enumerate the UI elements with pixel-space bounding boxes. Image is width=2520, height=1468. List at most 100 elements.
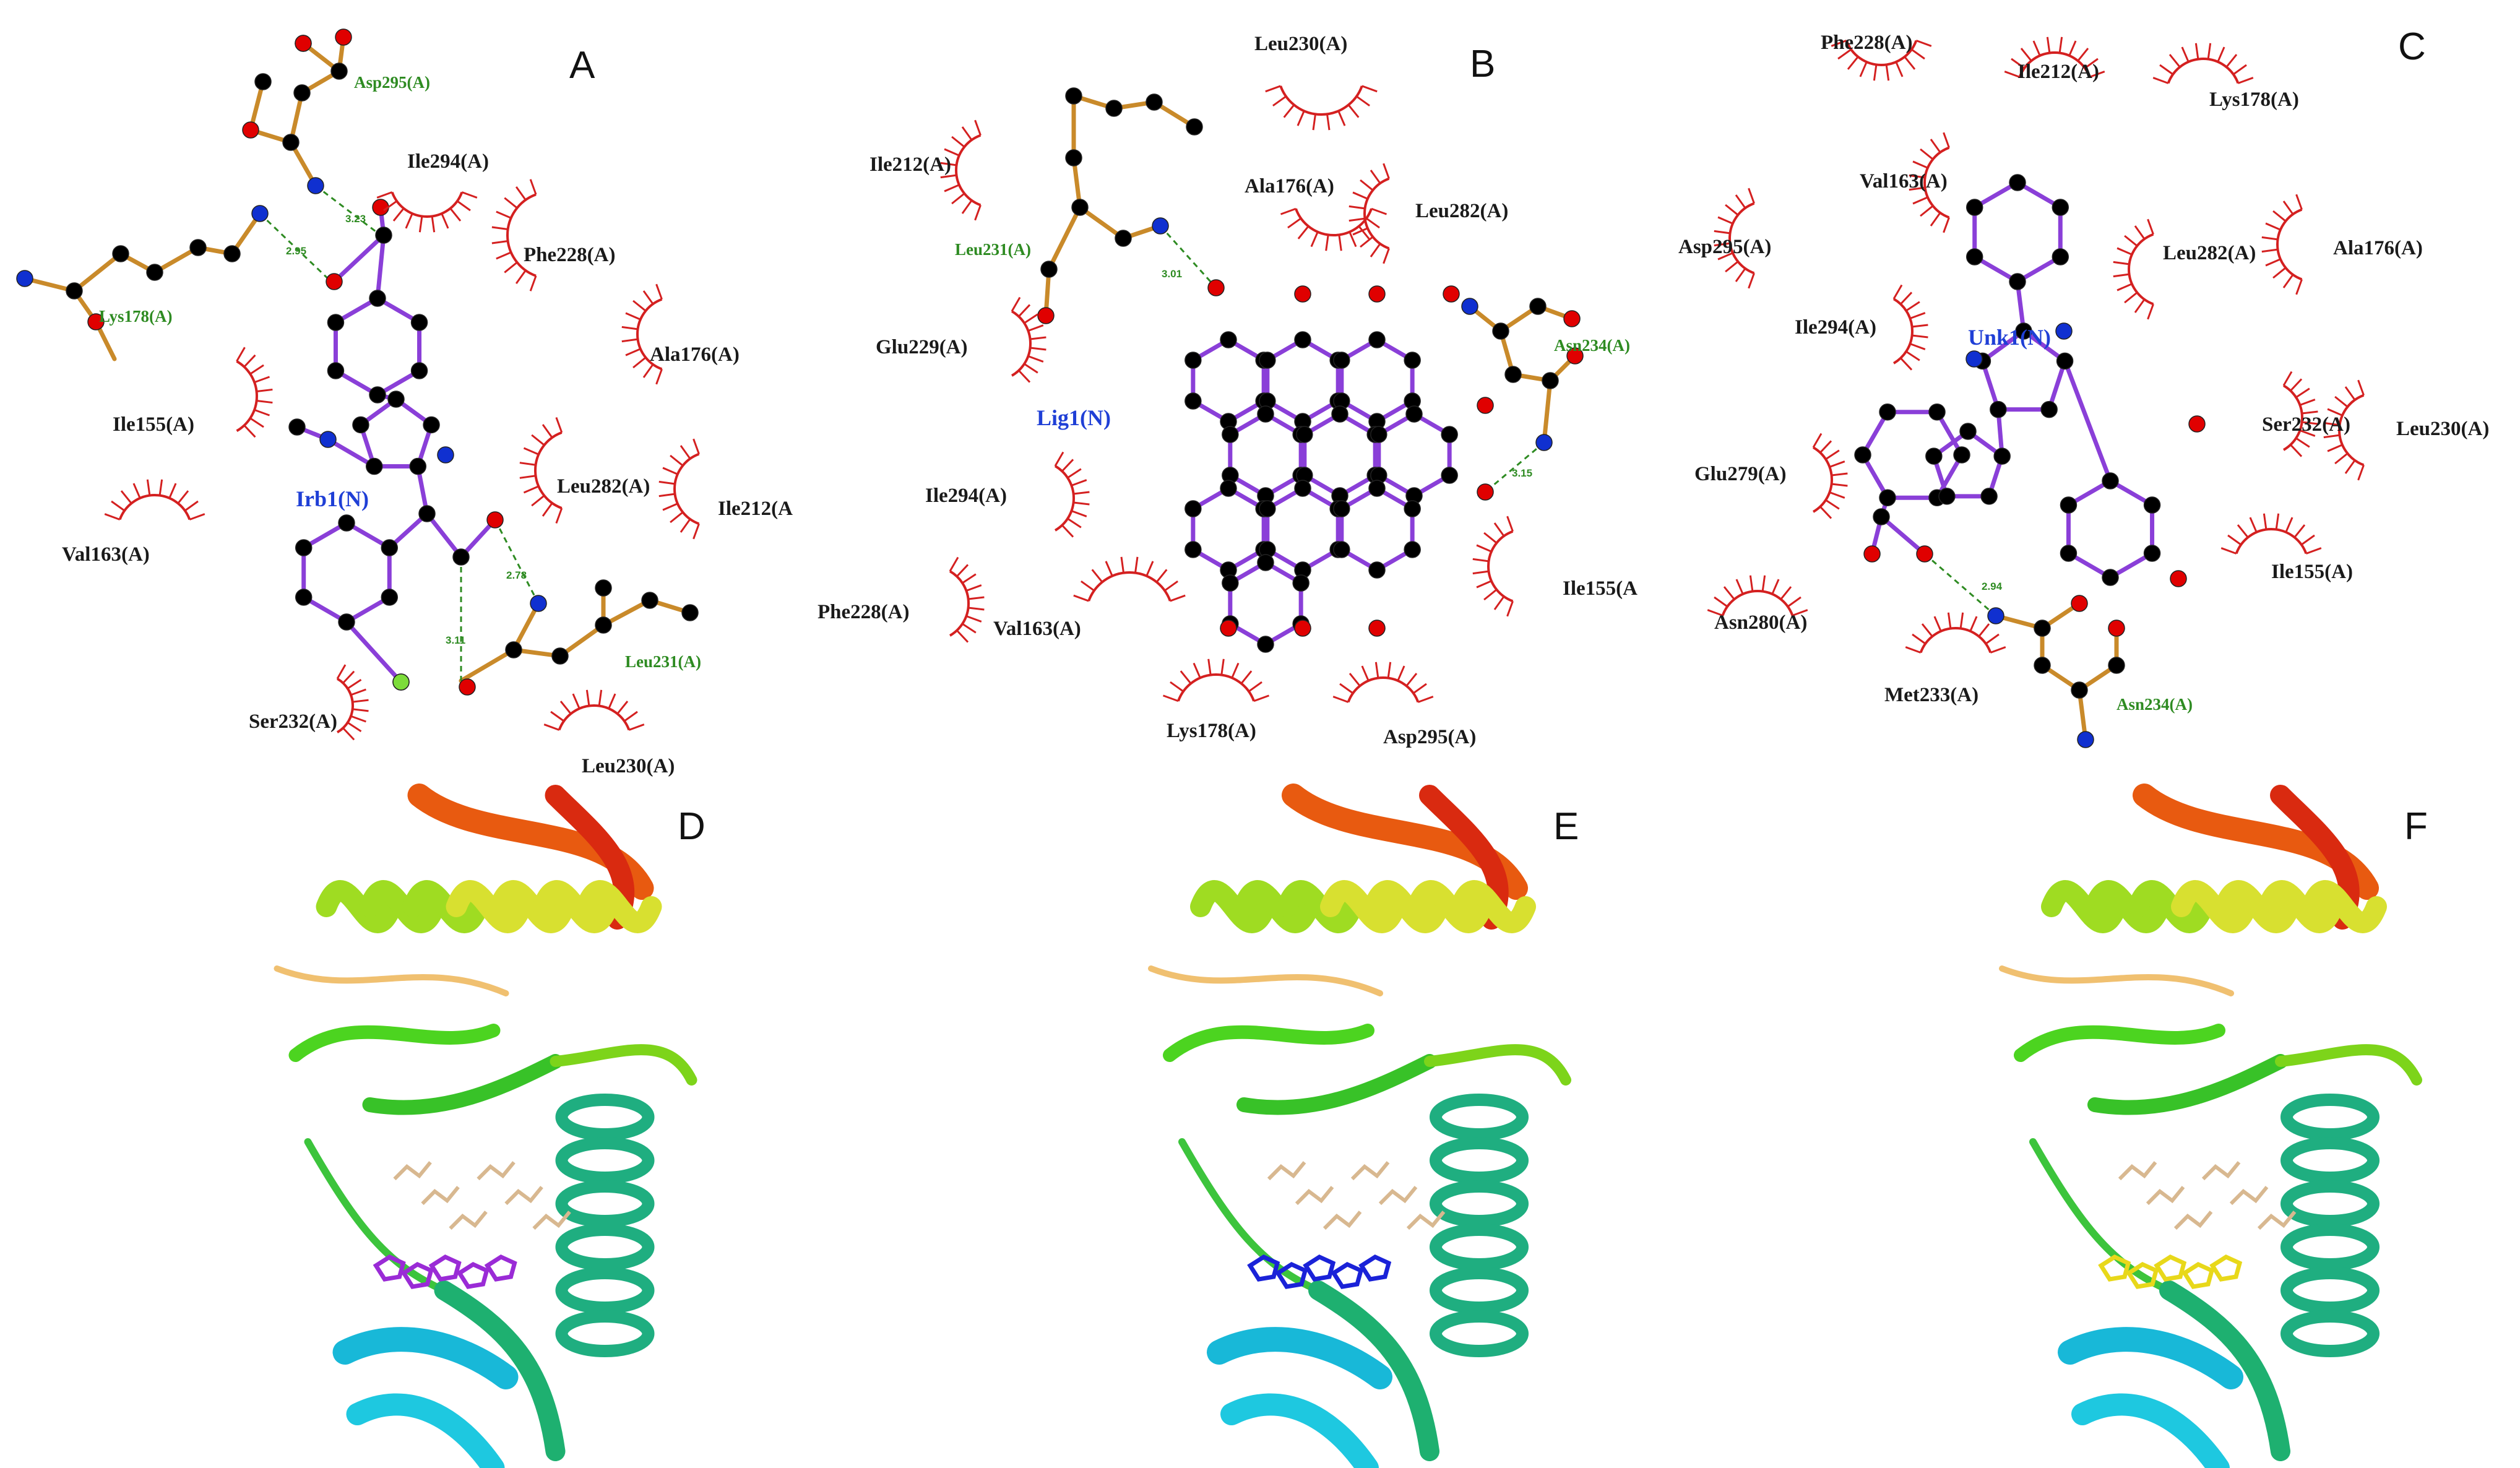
atom [381,589,399,606]
hydrophobic-contact-tick [1904,56,1916,70]
atom [1220,620,1237,637]
amino-acid-side-chain [1350,1161,1390,1181]
hydrophobic-contact-tick [1073,594,1089,602]
atom [2102,569,2119,586]
hydrophobic-contact-tick [965,615,982,623]
protein-ribbon [2214,880,2300,933]
atom [1928,403,1946,421]
protein-helix-turn [555,1137,655,1184]
atom [2188,415,2206,433]
hydrophobic-contact-tick [2232,64,2247,76]
hydrophobic-contact-tick [1091,569,1103,583]
protein-ribbon [1277,880,1363,933]
protein-helix-turn [555,1180,655,1227]
hydrophobic-contact-tick [1829,491,1845,499]
hydrophobic-contact-tick [2117,247,2133,256]
atom [1071,199,1089,216]
hydrophobic-contact-tick [2299,430,2316,437]
atom [1966,350,1983,368]
hydrophobic-contact-tick [1073,501,1090,506]
hydrophobic-contact-tick [1054,451,1064,467]
residue-asp295: Asp295(A) [354,73,431,92]
hydrophobic-contact-tick [1714,596,1728,608]
hydrophobic-contact-tick [962,623,977,634]
hbond-distance: 3.23 [345,213,366,225]
hydrophobic-contact-tick [623,710,638,722]
atom [1404,352,1421,369]
hydrophobic-contact-tick [431,216,436,233]
residue-leu230: Leu230(A) [582,755,675,777]
protein-ribbon [576,880,662,933]
hydrophobic-contact-tick [1348,217,1365,222]
protein-helix-turn [1430,1224,1529,1271]
atom [1184,352,1202,369]
hydrophobic-contact-tick [1735,194,1746,209]
hydrophobic-contact-tick [1912,196,1928,205]
atom [1879,489,1896,507]
panel-f-3d-view: F [1934,784,2479,1468]
atom [307,177,324,194]
hydrophobic-contact-arc [2338,394,2365,467]
atom [1987,607,2004,624]
hydrophobic-contact-tick [1819,440,1832,454]
hydrophobic-contact-tick [2293,524,2306,538]
residue-leu282: Leu282(A) [1415,200,1509,222]
atom [1854,446,1871,464]
hydrophobic-contact-tick [2134,225,2146,240]
hydrophobic-contact-tick [1472,570,1489,575]
hydrophobic-contact-arc [558,704,631,731]
hydrophobic-contact-tick [1283,104,1295,118]
residue-ile212: Ile212(A) [2017,61,2099,83]
hydrophobic-contact-tick [1943,217,1950,233]
atom [16,270,33,287]
hydrophobic-contact-tick [1910,48,1925,60]
hydrophobic-contact-tick [1297,110,1305,126]
hydrophobic-contact-tick [342,727,355,741]
hydrophobic-contact-tick [1374,662,1379,678]
atom [1220,331,1237,348]
atom [1461,298,1478,315]
atom [369,290,386,307]
hydrophobic-contact-tick [1287,217,1301,229]
hbond-distance: 2.95 [286,245,307,257]
atom [251,205,269,222]
hydrophobic-contact-tick [1120,556,1125,573]
atom [1146,93,1163,111]
hydrophobic-contact-tick [1930,212,1941,227]
residue-ile294: Ile294(A) [925,485,1007,507]
hydrophobic-contact-tick [2084,58,2099,69]
residue-ile294: Ile294(A) [1795,316,1876,339]
atom [1259,500,1276,517]
protein-ribbon [288,1024,501,1062]
atom [1535,434,1553,451]
atom [1492,322,1509,340]
hydrophobic-contact-tick [616,701,629,715]
hydrophobic-contact-tick [2302,421,2318,425]
atom [1152,217,1169,235]
hydrophobic-contact-tick [1892,284,1903,300]
hydrophobic-contact-tick [1073,491,1090,495]
residue-lys178: Lys178(A) [1167,720,1256,742]
ligand [1303,1254,1336,1282]
atom [459,678,476,696]
residue-asp295: Asp295(A) [1678,236,1772,258]
residue-leu231: Leu231(A) [625,652,701,671]
atom [295,539,313,556]
hydrophobic-contact-tick [2272,267,2287,279]
panel-c-interaction-diagram: C Unk1(N) Asn234(A) Phe228(A) Ile212(A) … [1659,9,2520,786]
ligand-label: Unk1(N) [1968,325,2052,350]
hydrophobic-contact-tick [2272,210,2287,222]
residue-ile155: Ile155(A) [113,413,194,436]
hydrophobic-contact-tick [1352,227,1368,236]
hydrophobic-contact-tick [1024,363,1038,374]
hydrophobic-contact-tick [974,204,982,221]
hydrophobic-contact-tick [491,240,508,244]
hydrophobic-contact-tick [1011,296,1021,312]
hydrophobic-contact-tick [2357,379,2365,396]
hydrophobic-contact-tick [1943,132,1950,149]
hydrophobic-contact-tick [504,197,518,209]
hydrophobic-contact-tick [1921,623,1933,637]
hydrophobic-contact-tick [1348,205,1365,210]
atom [254,73,272,90]
residue-leu230: Leu230(A) [1254,33,1348,55]
